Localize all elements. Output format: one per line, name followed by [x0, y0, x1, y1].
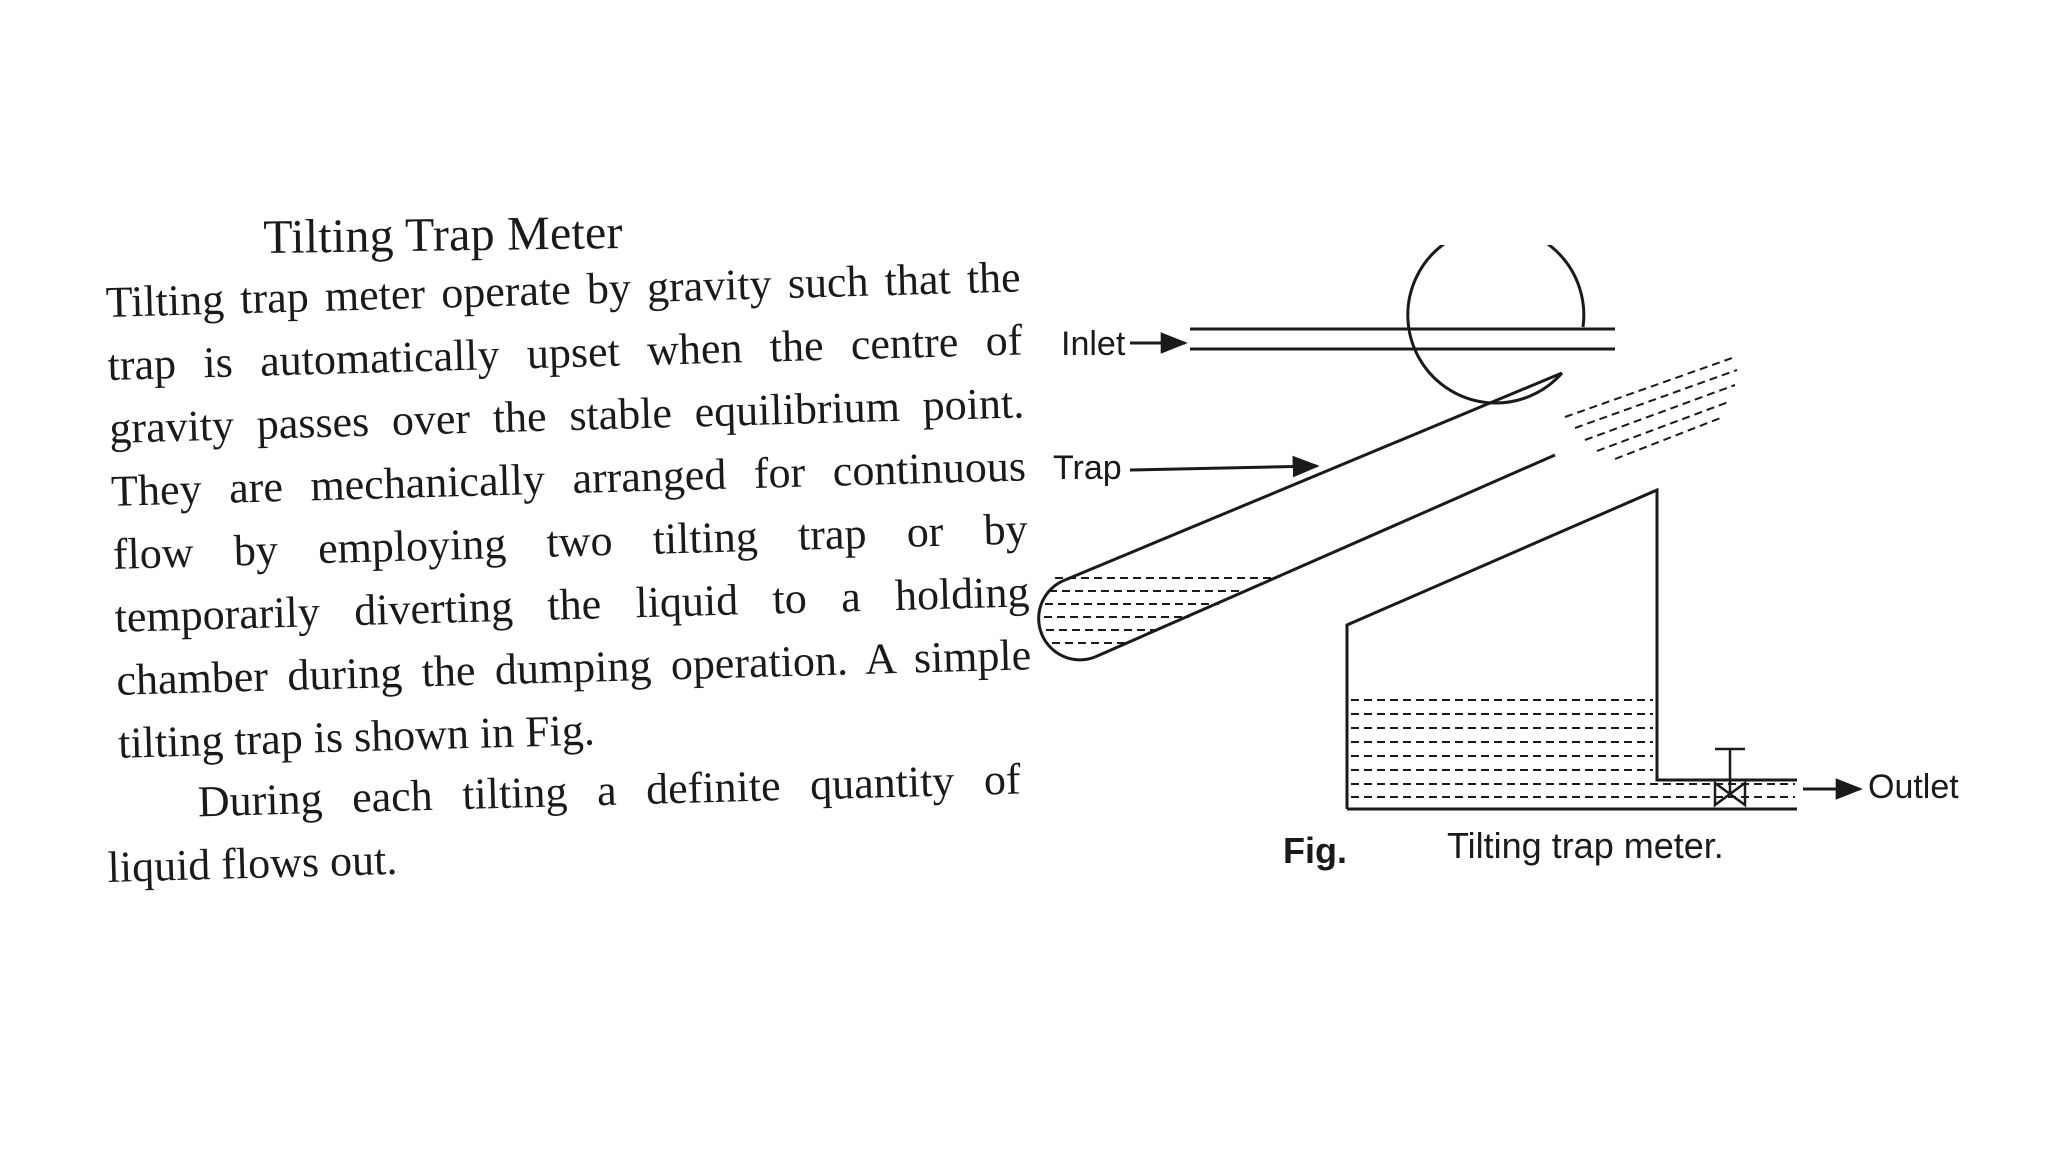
trap-liquid: [1044, 577, 1277, 644]
trap-head: [1406, 245, 1586, 405]
trap-label: Trap: [1053, 449, 1122, 487]
inlet-label: Inlet: [1061, 325, 1126, 363]
head-liquid: [1564, 356, 1738, 460]
paragraph-2: During each tilting a definite quantity …: [106, 754, 1022, 892]
outlet-valve: [1713, 747, 1747, 808]
holding-chamber: [1345, 487, 1797, 809]
figure-caption: Tilting trap meter.: [1447, 825, 1724, 866]
tilting-trap-figure: Inlet Trap Outlet Fig. Tilting trap mete…: [1035, 245, 2035, 905]
trap-arrow: [1129, 455, 1320, 478]
trap-tube-upper: [1064, 371, 1563, 582]
text-column: Tilting Trap Meter Tilting trap meter op…: [105, 206, 1032, 899]
chamber-liquid: [1351, 699, 1795, 798]
figure-drawing: [1037, 245, 1863, 811]
paragraph-1: Tilting trap meter operate by gravity su…: [105, 252, 1032, 768]
caption-prefix: Fig.: [1283, 830, 1347, 871]
outlet-label: Outlet: [1868, 768, 1959, 806]
trap-tube-lower: [1094, 453, 1556, 659]
